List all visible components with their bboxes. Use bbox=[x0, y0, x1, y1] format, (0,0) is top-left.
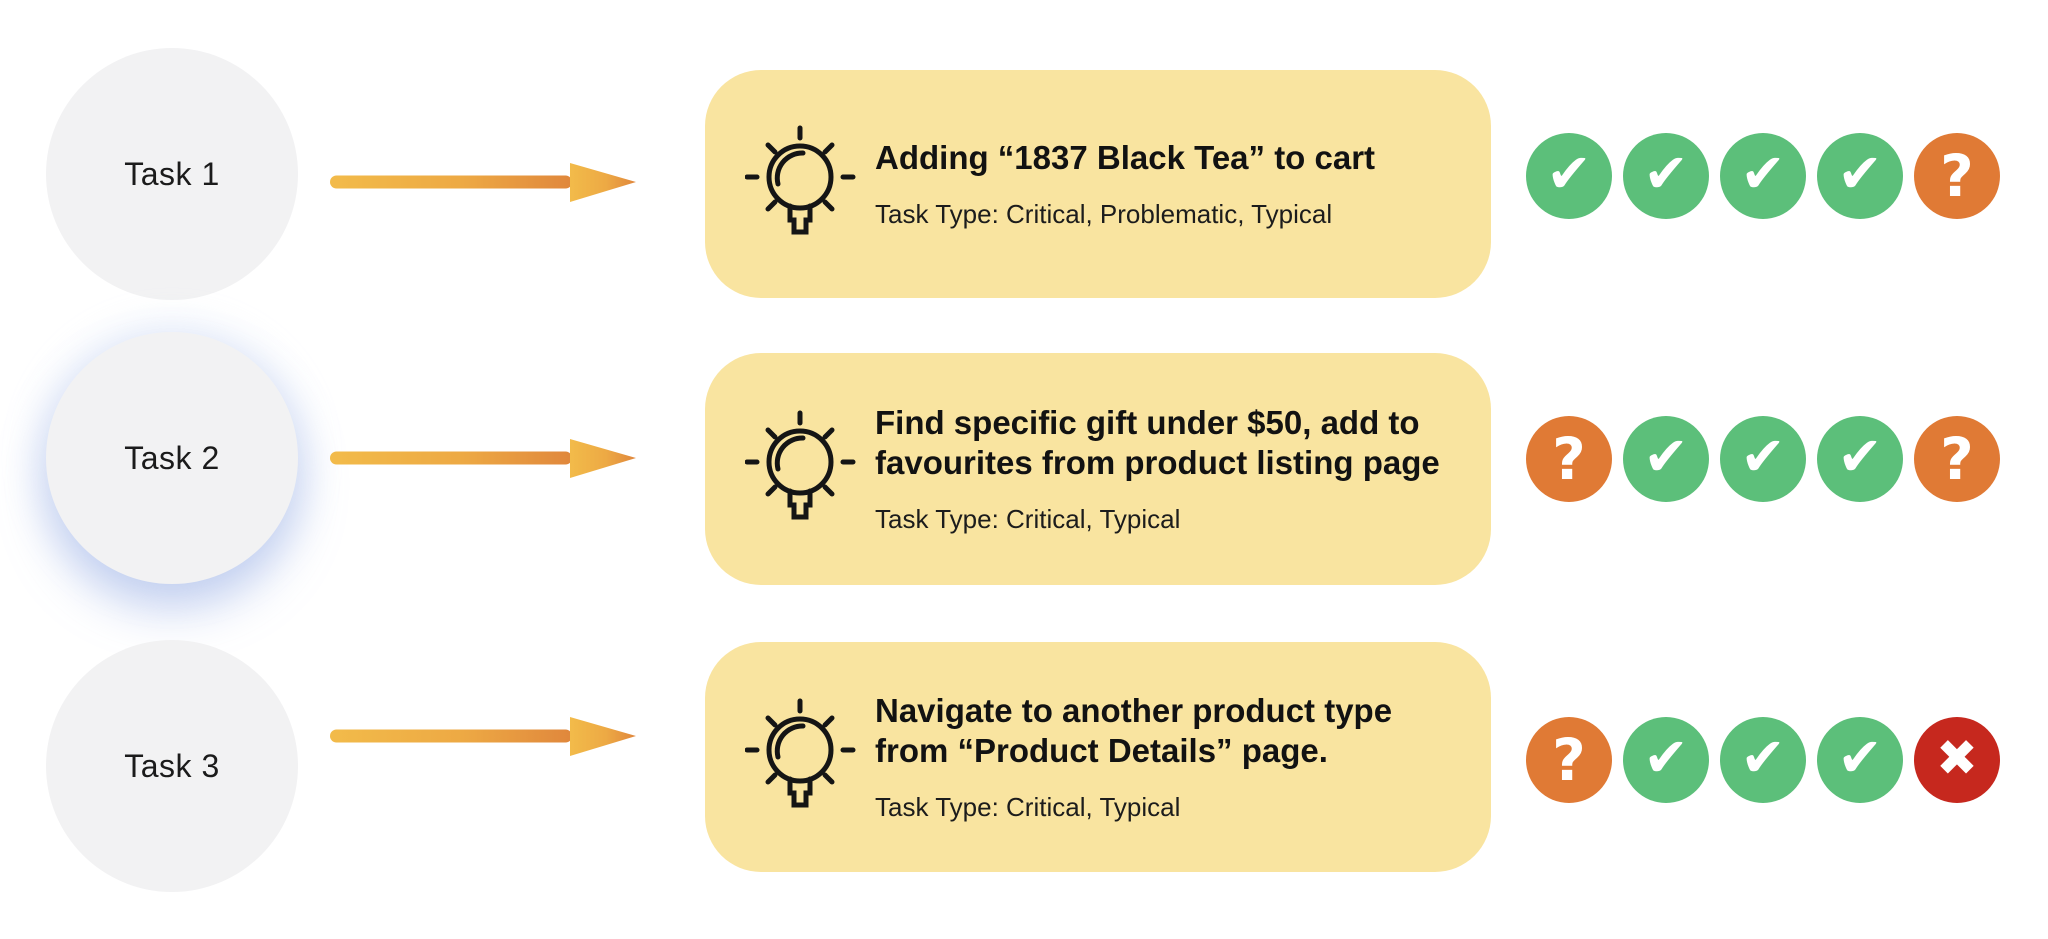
card-title: Find specific gift under $50, add to fav… bbox=[875, 403, 1440, 481]
status-icon: ✔ bbox=[1720, 416, 1806, 502]
card-task-type: Task Type: Critical, Problematic, Typica… bbox=[875, 199, 1333, 230]
status-icon: ✔ bbox=[1526, 133, 1612, 219]
lightbulb-icon bbox=[745, 410, 856, 520]
status-glyph: ✔ bbox=[1740, 726, 1786, 789]
card-text: Navigate to another product type from “P… bbox=[875, 691, 1447, 824]
status-glyph: ? bbox=[1940, 142, 1974, 210]
status-glyph: ✔ bbox=[1837, 142, 1883, 205]
task-card-3: Navigate to another product type from “P… bbox=[705, 642, 1491, 872]
status-glyph: ✔ bbox=[1740, 142, 1786, 205]
status-icon: ? bbox=[1526, 717, 1612, 803]
card-text: Find specific gift under $50, add to fav… bbox=[875, 403, 1447, 536]
status-icon: ? bbox=[1914, 133, 2000, 219]
status-icon: ✔ bbox=[1720, 133, 1806, 219]
status-icon: ✖ bbox=[1914, 717, 2000, 803]
status-row-3: ? ✔ ✔ ✔ ✖ bbox=[1526, 717, 2000, 803]
status-row-2: ? ✔ ✔ ✔ ? bbox=[1526, 416, 2000, 502]
status-glyph: ✖ bbox=[1936, 729, 1978, 787]
card-text: Adding “1837 Black Tea” to cart Task Typ… bbox=[875, 138, 1447, 230]
status-icon: ✔ bbox=[1817, 717, 1903, 803]
card-task-type: Task Type: Critical, Typical bbox=[875, 504, 1181, 535]
status-glyph: ? bbox=[1940, 425, 1974, 493]
status-icon: ✔ bbox=[1817, 133, 1903, 219]
task-label: Task 1 bbox=[124, 155, 220, 192]
status-icon: ✔ bbox=[1623, 133, 1709, 219]
task-circle-3: Task 3 bbox=[46, 640, 298, 892]
status-glyph: ✔ bbox=[1837, 425, 1883, 488]
status-icon: ? bbox=[1914, 416, 2000, 502]
card-task-type: Task Type: Critical, Typical bbox=[875, 792, 1181, 823]
status-icon: ✔ bbox=[1623, 416, 1709, 502]
status-icon: ✔ bbox=[1817, 416, 1903, 502]
task-circle-2: Task 2 bbox=[46, 332, 298, 584]
status-glyph: ✔ bbox=[1643, 142, 1689, 205]
status-glyph: ✔ bbox=[1643, 726, 1689, 789]
status-glyph: ✔ bbox=[1643, 425, 1689, 488]
status-icon: ✔ bbox=[1720, 717, 1806, 803]
status-glyph: ? bbox=[1552, 425, 1586, 493]
arrow-icon bbox=[330, 439, 636, 478]
status-glyph: ✔ bbox=[1740, 425, 1786, 488]
arrow-icon bbox=[330, 163, 636, 202]
task-label: Task 2 bbox=[124, 439, 220, 476]
arrow-icon bbox=[330, 717, 636, 756]
card-title: Navigate to another product type from “P… bbox=[875, 691, 1393, 769]
lightbulb-icon bbox=[745, 698, 856, 808]
status-glyph: ✔ bbox=[1837, 726, 1883, 789]
lightbulb-icon bbox=[745, 125, 856, 235]
task-card-2: Find specific gift under $50, add to fav… bbox=[705, 353, 1491, 585]
task-circle-1: Task 1 bbox=[46, 48, 298, 300]
card-title: Adding “1837 Black Tea” to cart bbox=[875, 138, 1376, 176]
status-row-1: ✔ ✔ ✔ ✔ ? bbox=[1526, 133, 2000, 219]
status-glyph: ✔ bbox=[1546, 142, 1592, 205]
task-card-1: Adding “1837 Black Tea” to cart Task Typ… bbox=[705, 70, 1491, 298]
status-icon: ? bbox=[1526, 416, 1612, 502]
task-label: Task 3 bbox=[124, 747, 220, 784]
status-glyph: ? bbox=[1552, 726, 1586, 794]
status-icon: ✔ bbox=[1623, 717, 1709, 803]
